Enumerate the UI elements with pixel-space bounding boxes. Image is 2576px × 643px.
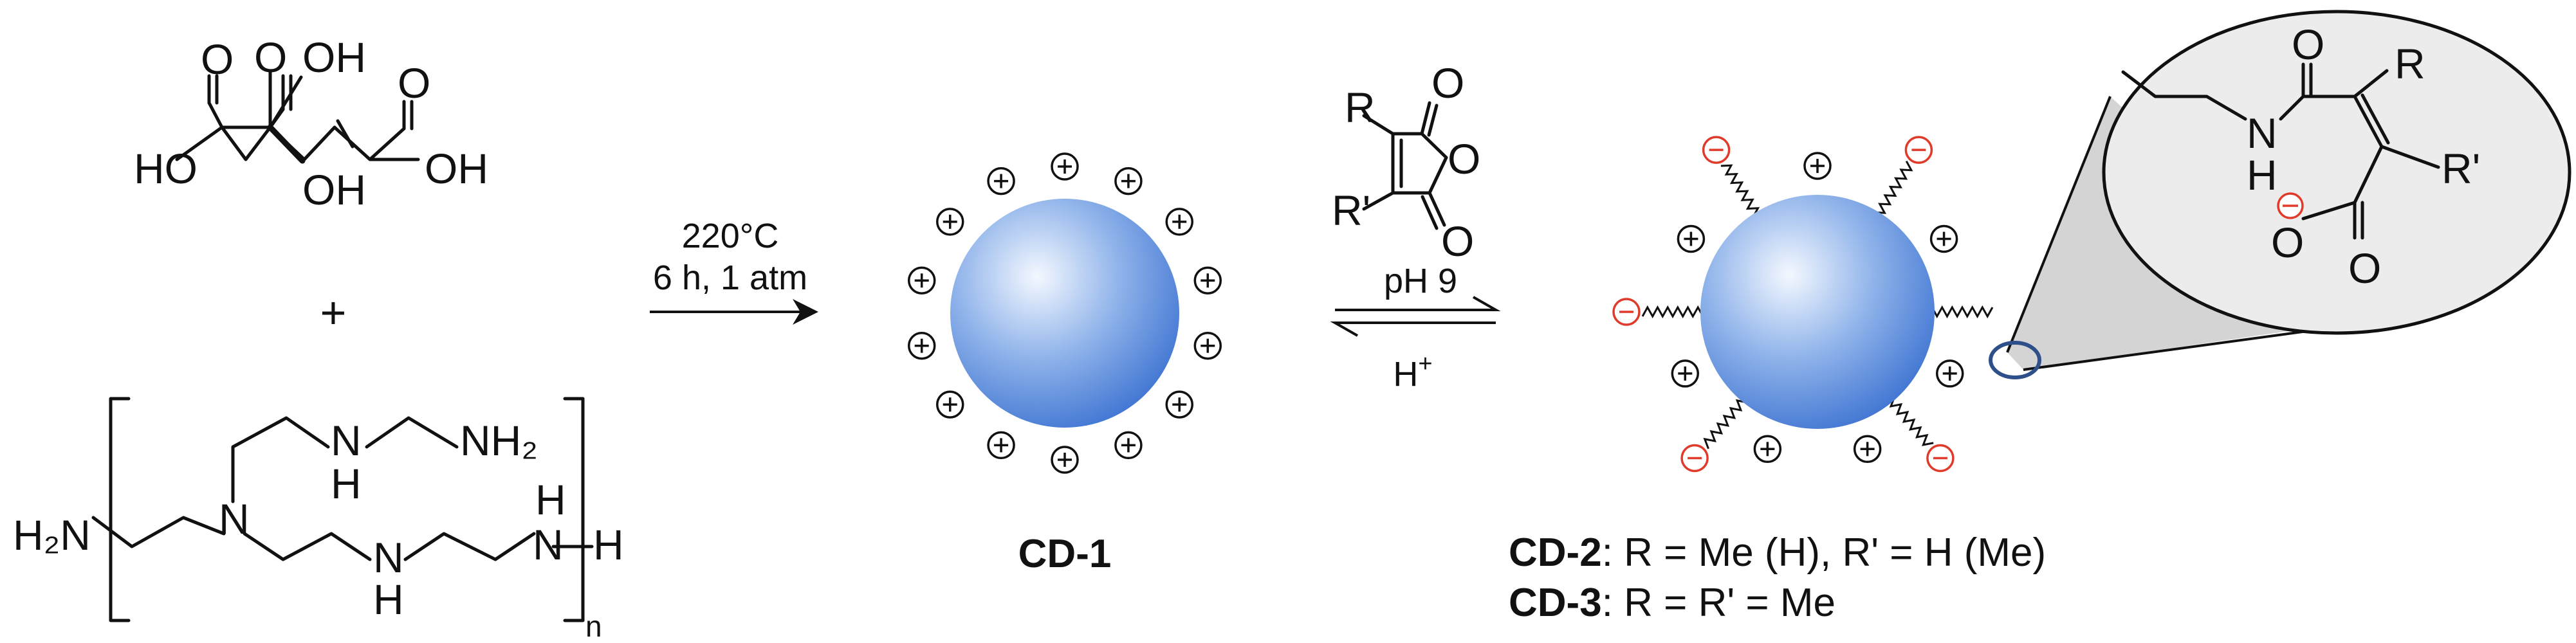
cd1-particle [907,152,1222,474]
cd2-particle [1612,136,1994,473]
anhydride-o-ring: O [1448,135,1480,183]
reverse-arrow [1330,322,1496,337]
positive-charge-icon [1193,331,1222,360]
inset-h: H [2247,151,2277,199]
positive-charge-icon [1677,224,1706,253]
anhydride-o-bottom: O [1441,217,1474,265]
citric-o-2: O [254,33,287,81]
polyethylenimine-structure: H₂N N N NH₂ H N H N H H n [13,397,624,643]
citric-o-3: O [398,59,430,107]
positive-charge-icon [1671,359,1700,388]
positive-charge-icon [1114,431,1143,460]
wavy-linker [1889,396,1934,446]
citric-o-1: O [201,35,234,83]
positive-charge-icon [1803,152,1832,180]
negative-charge-icon [1926,444,1955,473]
positive-charge-icon [935,390,964,419]
step1-conditions: 6 h, 1 atm [653,258,807,297]
citric-oh-1: OH [302,33,366,81]
product-label-cd2: CD-2: R = Me (H), R' = H (Me) [1509,530,2046,575]
wavy-linker [1931,305,1994,319]
positive-charge-icon [935,208,964,236]
wavy-linker [1641,305,1704,319]
positive-charge-icon [987,167,1015,195]
inset-ellipse [2102,10,2571,335]
pei-n-tertiary: N [219,495,250,543]
positive-charge-icon [1165,208,1194,236]
inset-n: N [2247,109,2277,157]
anhydride-o-top: O [1431,59,1464,107]
citric-oh-2: OH [425,145,488,192]
step1-arrow-group: 220°C 6 h, 1 atm [650,217,818,325]
highlight-ring [1989,341,2041,379]
pei-end-right: H [593,521,624,568]
pei-n-end: N [533,521,564,568]
forward-arrow [1335,296,1501,311]
anhydride-structure: R R' O O O [1332,59,1480,265]
positive-charge-icon [1753,435,1782,464]
wavy-linker [1874,160,1913,214]
negative-charge-icon [1680,444,1709,473]
pei-nh2: NH₂ [460,417,538,464]
positive-charge-icon [1929,224,1958,253]
negative-charge-icon [1702,136,1731,164]
inset-o-carboxylate: O [2271,219,2304,266]
citric-ho: HO [134,145,198,192]
positive-charge-icon [1935,359,1964,388]
inset-r-prime: R' [2442,145,2480,192]
plus-sign: + [320,287,347,338]
pei-repeat-subscript: n [585,610,602,643]
cd1-label: CD-1 [1018,532,1112,576]
equilibrium-arrow-group: pH 9 H+ [1330,262,1501,394]
positive-charge-icon [907,266,936,295]
step2-forward: pH 9 [1384,262,1457,300]
citric-acid-structure: O OH O O HO OH OH [134,33,488,213]
pei-h-branch: H [331,460,362,507]
step2-reverse: H+ [1393,350,1432,394]
inset-o-amide: O [2292,21,2324,68]
wavy-linker [1703,399,1748,449]
pei-h-chain: H [373,575,404,623]
step1-temperature: 220°C [682,217,779,255]
inset-r: R [2395,40,2425,87]
positive-charge-icon [1853,435,1882,464]
positive-charge-icon [1165,390,1194,419]
pei-n-branch: N [331,417,362,464]
negative-charge-icon [1612,298,1641,326]
positive-charge-icon [1114,167,1143,195]
positive-charge-icon [907,331,936,360]
pei-end-left: H₂N [13,511,91,559]
negative-charge-icon [1904,136,1933,164]
product-label-cd3: CD-3: R = R' = Me [1509,581,1835,625]
positive-charge-icon [1051,446,1079,474]
cd2-sphere [1700,195,1935,429]
citric-oh-3: OH [302,166,366,213]
positive-charge-icon [1193,266,1222,295]
inset-minus-icon [2277,192,2304,219]
positive-charge-icon [1051,152,1079,181]
positive-charge-icon [987,431,1015,460]
zoom-inset: O R N H R' O O [1989,10,2571,379]
inset-o-carbonyl: O [2348,244,2381,292]
anhydride-r-prime: R' [1332,186,1370,234]
pei-h-end: H [535,476,566,523]
cd1-sphere [950,199,1179,428]
pei-n-chain: N [373,534,404,581]
wavy-linker [1720,164,1760,218]
anhydride-r: R [1345,84,1375,131]
